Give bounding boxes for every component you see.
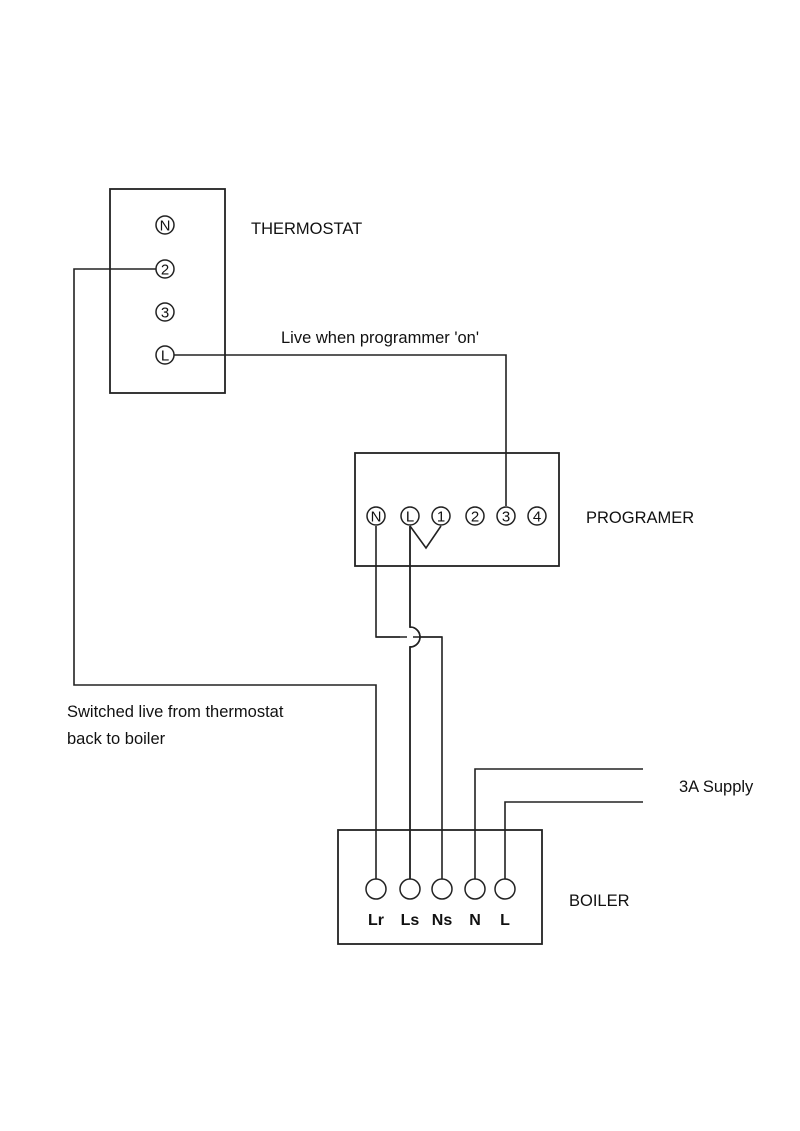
programmer-title: PROGRAMER (586, 509, 694, 527)
svg-text:3: 3 (502, 509, 510, 526)
thermostat-terminal-n: N (155, 215, 175, 235)
svg-text:4: 4 (533, 509, 541, 526)
svg-text:2: 2 (161, 262, 169, 279)
svg-text:N: N (371, 509, 382, 526)
boiler-terminal-lr: Lr (365, 878, 387, 929)
thermostat-box (109, 188, 226, 394)
live-when-on-annotation: Live when programmer 'on' (281, 329, 479, 347)
supply-annotation: 3A Supply (679, 778, 754, 796)
programmer-terminal-n: N (366, 506, 386, 526)
thermostat-terminal-l: L (155, 345, 175, 365)
thermostat-terminal-2: 2 (155, 259, 175, 279)
programmer-box (354, 452, 560, 567)
programmer-terminal-l: L (400, 506, 420, 526)
svg-text:N: N (469, 912, 481, 929)
svg-text:Ns: Ns (432, 912, 453, 929)
svg-text:1: 1 (437, 509, 445, 526)
boiler-terminal-ls: Ls (399, 878, 421, 929)
boiler-terminal-n: N (464, 878, 486, 929)
svg-text:Ls: Ls (401, 912, 420, 929)
programmer-terminal-2: 2 (465, 506, 485, 526)
boiler-terminal-ns: Ns (431, 878, 453, 929)
wire-thermostat-2-to-boiler-lr (73, 268, 377, 879)
programmer-terminal-3: 3 (496, 506, 516, 526)
switched-live-annotation-line2: back to boiler (67, 730, 166, 748)
boiler-title: BOILER (569, 892, 630, 910)
programmer-terminal-4: 4 (527, 506, 547, 526)
wire-supply-l-to-boiler-l (504, 801, 643, 879)
boiler-terminal-l: L (494, 878, 516, 929)
boiler-box (337, 829, 543, 945)
wire-thermostat-l-to-programmer-3 (173, 354, 507, 506)
svg-text:L: L (161, 348, 169, 365)
programmer-terminal-1: 1 (431, 506, 451, 526)
svg-text:Lr: Lr (368, 912, 384, 929)
hop-gap (407, 628, 413, 646)
switched-live-annotation-line1: Switched live from thermostat (67, 703, 284, 721)
thermostat-terminal-3: 3 (155, 302, 175, 322)
svg-text:L: L (500, 912, 510, 929)
wire-supply-n-to-boiler-n (474, 768, 643, 879)
wire-programmer-n-to-boiler-ns (375, 526, 443, 879)
svg-text:2: 2 (471, 509, 479, 526)
svg-text:L: L (406, 509, 414, 526)
wire-programmer-l-to-1-link (409, 525, 442, 550)
svg-text:N: N (160, 218, 171, 235)
svg-text:3: 3 (161, 305, 169, 322)
thermostat-title: THERMOSTAT (251, 220, 362, 238)
